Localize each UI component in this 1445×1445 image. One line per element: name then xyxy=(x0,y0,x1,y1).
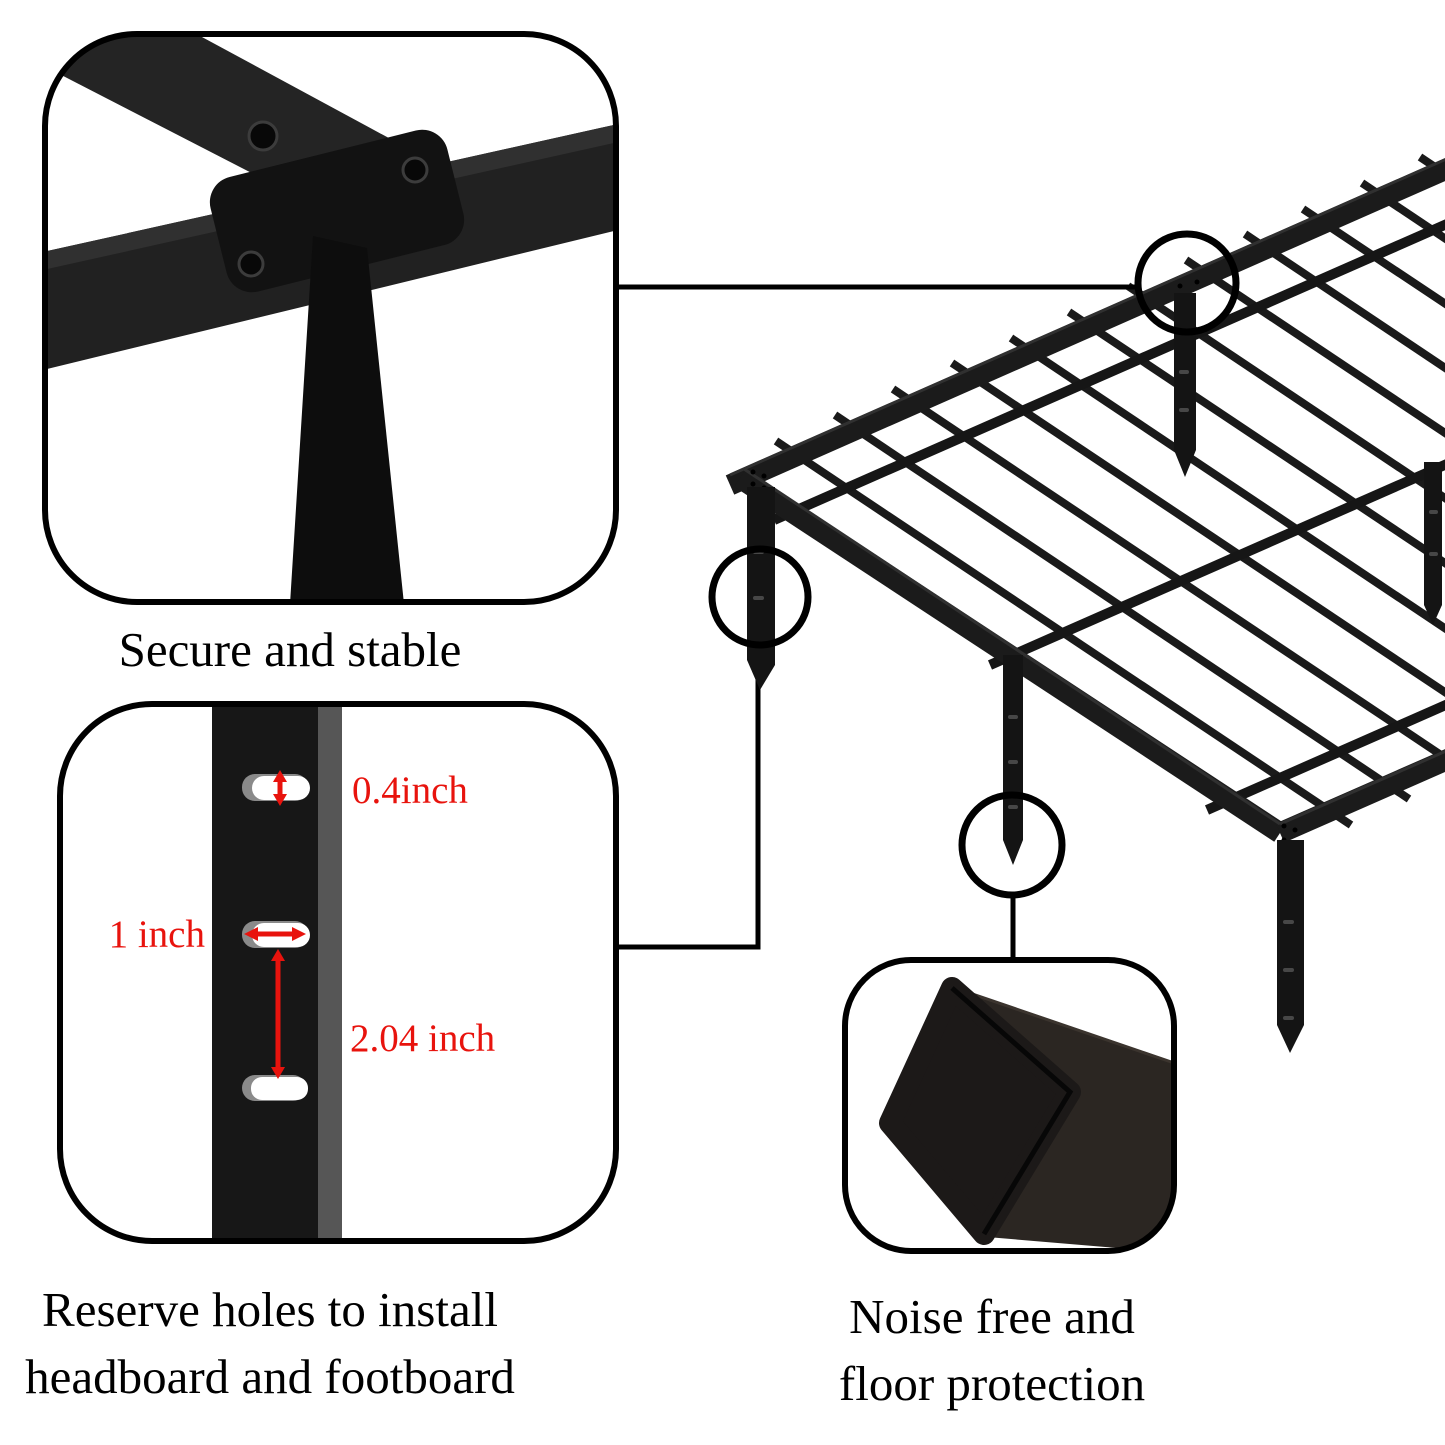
label-hole-gap: 2.04 inch xyxy=(350,1017,496,1060)
leg-right-corner xyxy=(1277,840,1304,1053)
label-hole-height: 0.4inch xyxy=(352,769,468,812)
frame-legs xyxy=(747,293,1442,1053)
leg-rear-middle xyxy=(1174,293,1196,477)
joint-photo xyxy=(45,34,616,602)
caption-noise-free: Noise free and floor protection xyxy=(802,1283,1182,1417)
bed-frame-drawing xyxy=(618,153,1445,1053)
callout-box-foot xyxy=(842,957,1177,1254)
measure-arrows xyxy=(244,770,306,1079)
callout-box-holes xyxy=(57,701,619,1244)
caption-noise-free-line1: Noise free and xyxy=(849,1289,1135,1344)
leg-interior xyxy=(1424,462,1442,625)
holes-photo xyxy=(212,704,342,1241)
caption-secure-stable: Secure and stable xyxy=(118,622,462,677)
leg-left-corner xyxy=(747,487,775,690)
callout-circles xyxy=(708,230,1240,899)
callout-circle-foot xyxy=(958,791,1066,899)
callout-circle-holes xyxy=(708,545,812,649)
leg-slot-holes xyxy=(242,774,310,1101)
callout-circle-joint xyxy=(1134,230,1240,336)
leg-hole-slits xyxy=(753,370,1438,1020)
label-hole-width: 1 inch xyxy=(108,913,205,956)
connector-lines xyxy=(618,284,1141,961)
foot-photo xyxy=(879,977,1174,1251)
caption-reserve-holes: Reserve holes to install headboard and f… xyxy=(20,1276,520,1410)
caption-noise-free-line2: floor protection xyxy=(838,1356,1146,1412)
caption-reserve-holes-line2: headboard and footboard xyxy=(25,1349,515,1405)
callout-box-joint xyxy=(42,31,619,605)
frame-rails xyxy=(725,158,1445,847)
connector-holes xyxy=(618,646,761,950)
caption-reserve-holes-line1: Reserve holes to install xyxy=(42,1282,498,1337)
frame-runners xyxy=(771,219,1445,815)
